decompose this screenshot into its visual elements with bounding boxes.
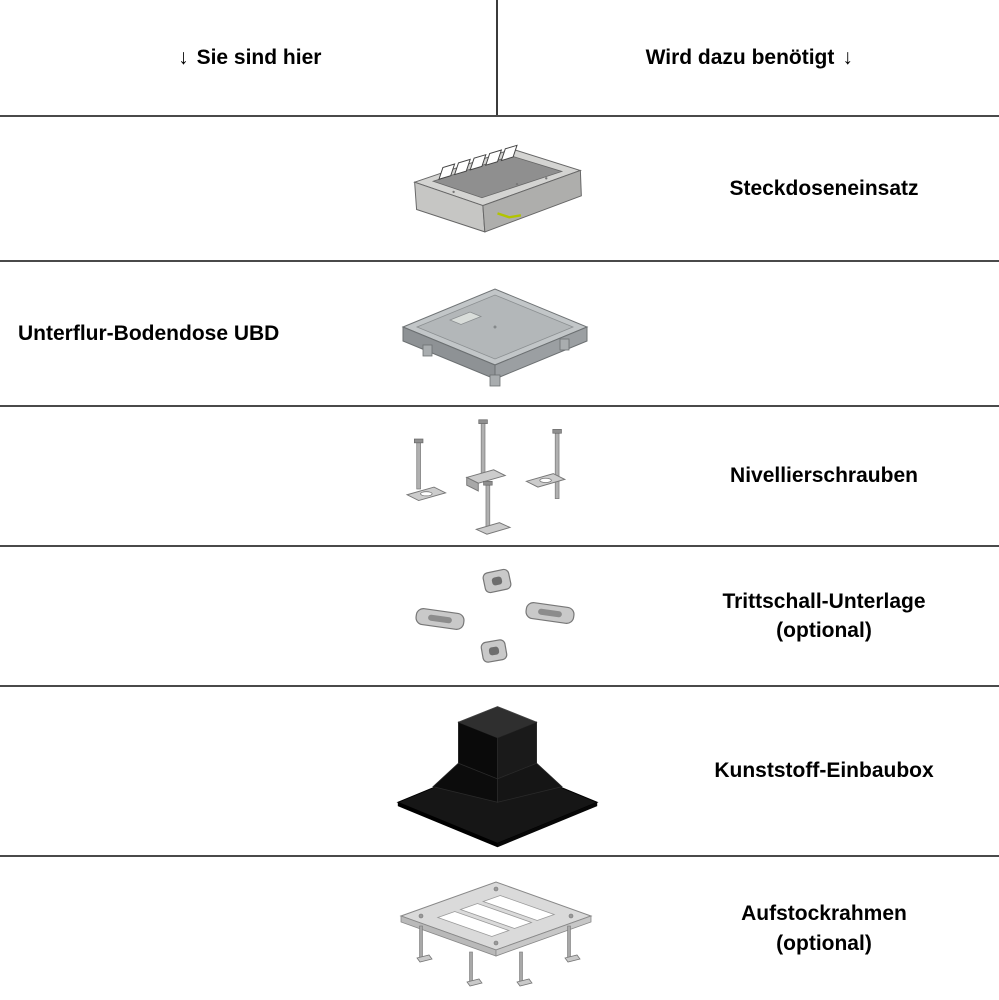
row-right-label: Aufstockrahmen — [741, 902, 907, 926]
row-left-label: Unterflur-Bodendose UBD — [18, 321, 280, 345]
product-image-plastic-mounting-box — [345, 692, 649, 850]
product-image-stacking-frame — [345, 866, 649, 992]
plastic-mounting-box-icon — [396, 706, 598, 848]
row-right-label-wrap: Aufstockrahmen (optional) — [649, 899, 999, 958]
header-divider — [496, 0, 498, 115]
row-right-label-wrap: Kunststoff-Einbaubox — [649, 756, 999, 785]
impact-sound-pads-icon — [415, 568, 575, 663]
row-right-sublabel: (optional) — [776, 931, 872, 955]
leveling-screws-icon — [405, 418, 566, 535]
row-right-sublabel: (optional) — [776, 619, 872, 642]
row-right-label-wrap: Trittschall-Unterlage (optional) — [649, 587, 999, 646]
stacking-frame-icon — [399, 880, 593, 986]
product-image-underfloor-box — [345, 275, 649, 393]
product-image-impact-sound-pads — [345, 561, 649, 671]
table-header: ↓ Sie sind hier Wird dazu benötigt ↓ — [0, 0, 999, 115]
row-right-label: Steckdoseneinsatz — [729, 176, 919, 200]
product-image-socket-insert — [345, 134, 649, 244]
arrow-down-icon: ↓ — [842, 45, 853, 69]
row-right-label: Kunststoff-Einbaubox — [714, 759, 934, 783]
table-row: Trittschall-Unterlage (optional) — [0, 545, 999, 685]
row-right-label: Trittschall-Unterlage — [722, 589, 926, 613]
table-row: Kunststoff-Einbaubox — [0, 685, 999, 855]
product-image-leveling-screws — [345, 414, 649, 539]
row-right-label-wrap: Nivellierschrauben — [649, 461, 999, 490]
socket-insert-icon — [412, 144, 582, 233]
header-right: Wird dazu benötigt ↓ — [500, 0, 999, 115]
table-row: Unterflur-Bodendose UBD — [0, 260, 999, 405]
row-right-label: Nivellierschrauben — [730, 464, 918, 488]
header-left-label: Sie sind hier — [196, 45, 322, 69]
arrow-down-icon: ↓ — [178, 45, 189, 69]
table-row: Nivellierschrauben — [0, 405, 999, 545]
header-left: ↓ Sie sind hier — [0, 0, 500, 115]
table-row: Steckdoseneinsatz — [0, 115, 999, 260]
row-right-label-wrap: Steckdoseneinsatz — [649, 174, 999, 203]
underfloor-box-icon — [401, 287, 588, 386]
header-right-label: Wird dazu benötigt — [645, 45, 835, 69]
table-row: Aufstockrahmen (optional) — [0, 855, 999, 1000]
